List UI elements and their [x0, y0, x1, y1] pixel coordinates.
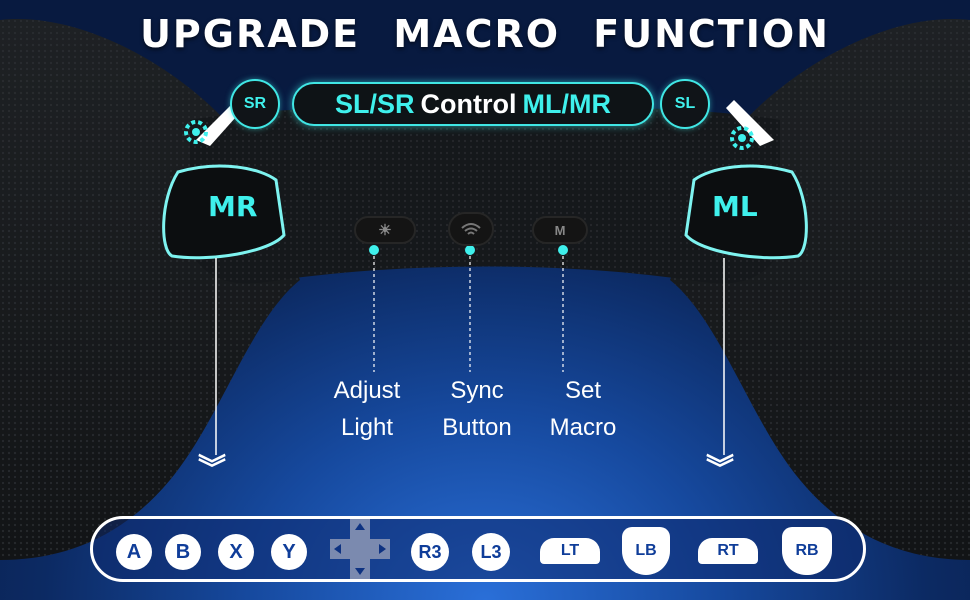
- left-gear-icon: [184, 120, 208, 144]
- button-a: A: [116, 534, 152, 570]
- right-paddle: [684, 164, 808, 260]
- paddle-label-ml: ML: [712, 190, 758, 223]
- badge-sr: SR: [230, 79, 280, 129]
- button-lt: LT: [540, 538, 600, 564]
- sync-button-label-line2: Button: [442, 414, 512, 441]
- set-macro-button[interactable]: M: [532, 216, 588, 244]
- set-macro-label-line1: Set: [564, 377, 602, 404]
- adjust-light-label: Adjust Light: [307, 372, 427, 446]
- sync-button[interactable]: [448, 212, 494, 246]
- button-r3: R3: [411, 533, 449, 571]
- button-lb: LB: [622, 527, 670, 575]
- left-chevron-down-icon: ︾: [198, 453, 227, 484]
- button-b: B: [165, 534, 201, 570]
- sync-button-label-line1: Sync: [450, 377, 504, 404]
- set-macro-label-line2: Macro: [549, 414, 617, 441]
- right-pointer-arrow: [726, 100, 774, 146]
- adjust-light-label-line2: Light: [340, 414, 394, 441]
- button-y: Y: [271, 534, 307, 570]
- button-x: X: [218, 534, 254, 570]
- button-rt: RT: [698, 538, 758, 564]
- wifi-icon: [461, 223, 481, 235]
- page-title: UPGRADE MACRO FUNCTION: [140, 12, 830, 56]
- control-pill-part1: SL/SR: [335, 88, 415, 119]
- button-rb: RB: [782, 527, 832, 575]
- sync-button-label: Sync Button: [417, 372, 537, 446]
- adjust-light-label-line1: Adjust: [333, 377, 401, 404]
- sun-icon: ☀: [378, 222, 392, 239]
- control-pill: SL/SR Control ML/MR: [292, 82, 654, 126]
- control-pill-part3: ML/MR: [522, 88, 611, 119]
- adjust-light-button[interactable]: ☀: [354, 216, 416, 244]
- m-icon: M: [554, 222, 566, 238]
- control-pill-part2: Control: [420, 88, 517, 119]
- paddle-label-mr: MR: [208, 190, 258, 223]
- button-l3: L3: [472, 533, 510, 571]
- set-macro-label: Set Macro: [523, 372, 643, 446]
- left-paddle: [162, 164, 286, 260]
- right-chevron-down-icon: ︾: [706, 453, 735, 484]
- badge-sl: SL: [660, 79, 710, 129]
- right-gear-icon: [730, 126, 754, 150]
